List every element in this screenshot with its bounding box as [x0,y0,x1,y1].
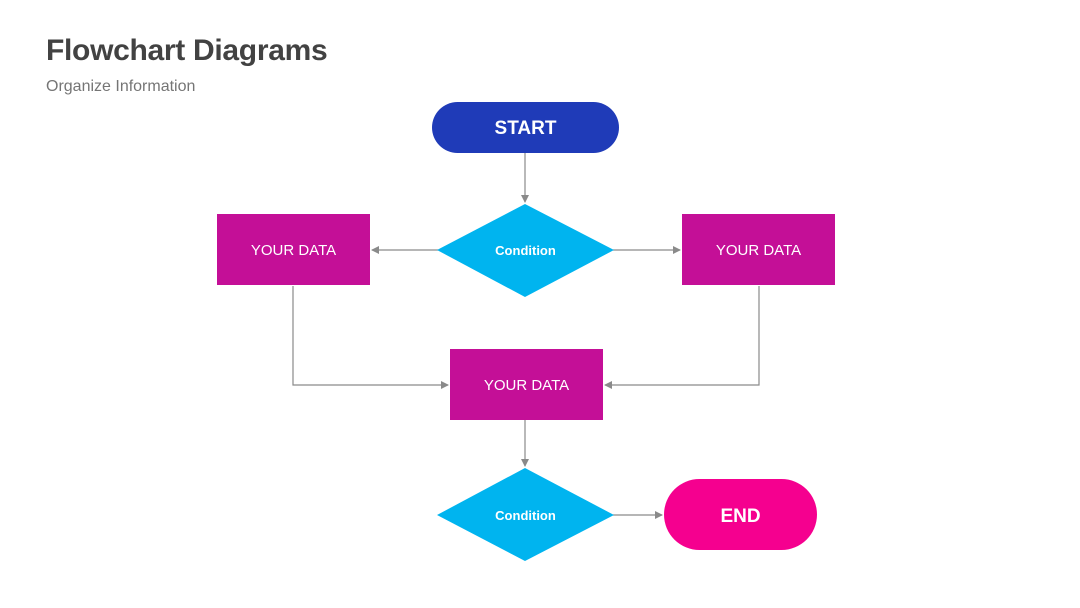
end-terminal: END [664,479,817,550]
page-subtitle: Organize Information [46,78,196,95]
data-right-label: YOUR DATA [716,242,801,259]
data-process-left: YOUR DATA [217,214,370,285]
condition-2-label: Condition [495,508,556,523]
data-left-label: YOUR DATA [251,242,336,259]
condition-decision-1: Condition [437,204,614,297]
data-process-right: YOUR DATA [682,214,835,285]
start-label: START [495,118,557,139]
condition-1-label: Condition [495,243,556,258]
page-title: Flowchart Diagrams [46,34,328,67]
edge-data-left-to-data-center [292,286,449,389]
edge-data-right-to-data-center [604,286,760,389]
start-terminal: START [432,102,619,153]
data-center-label: YOUR DATA [484,377,569,394]
data-process-center: YOUR DATA [450,349,603,420]
end-label: END [720,506,760,527]
condition-decision-2: Condition [437,468,614,561]
